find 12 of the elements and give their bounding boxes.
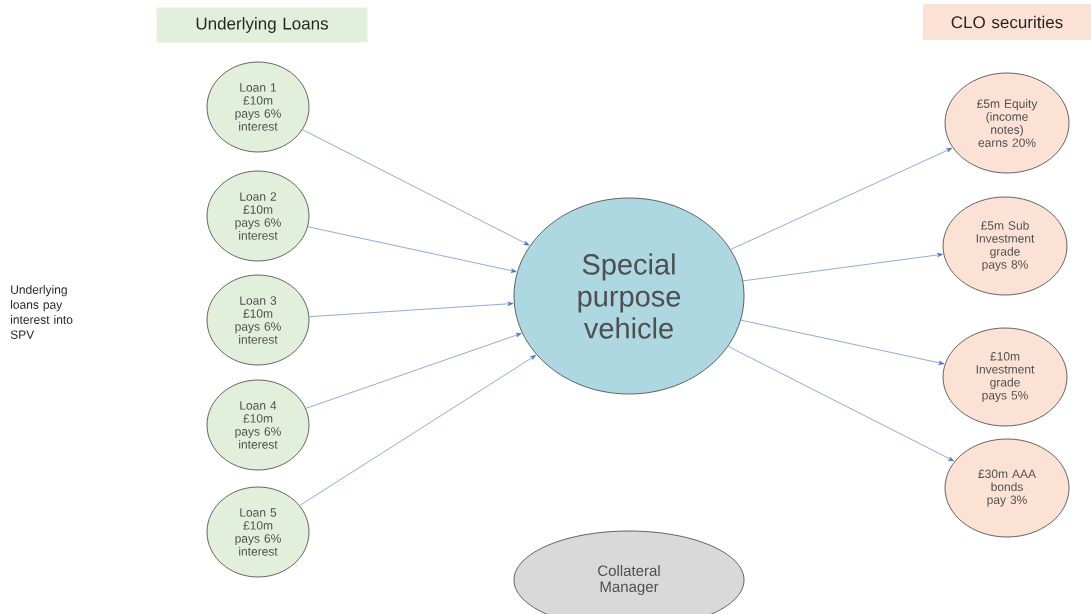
arrow bbox=[740, 319, 945, 365]
arrow bbox=[727, 346, 954, 462]
heading-band: CLO securities bbox=[923, 4, 1091, 40]
arrow bbox=[730, 147, 953, 250]
heading-band: Underlying Loans bbox=[156, 7, 368, 43]
arrow bbox=[299, 355, 537, 506]
arrow bbox=[307, 226, 517, 273]
arrow bbox=[302, 129, 530, 246]
arrow bbox=[742, 252, 943, 282]
arrow bbox=[308, 301, 514, 317]
arrow bbox=[305, 333, 522, 409]
note-text: Underlying loans pay interest into SPV bbox=[10, 285, 73, 339]
